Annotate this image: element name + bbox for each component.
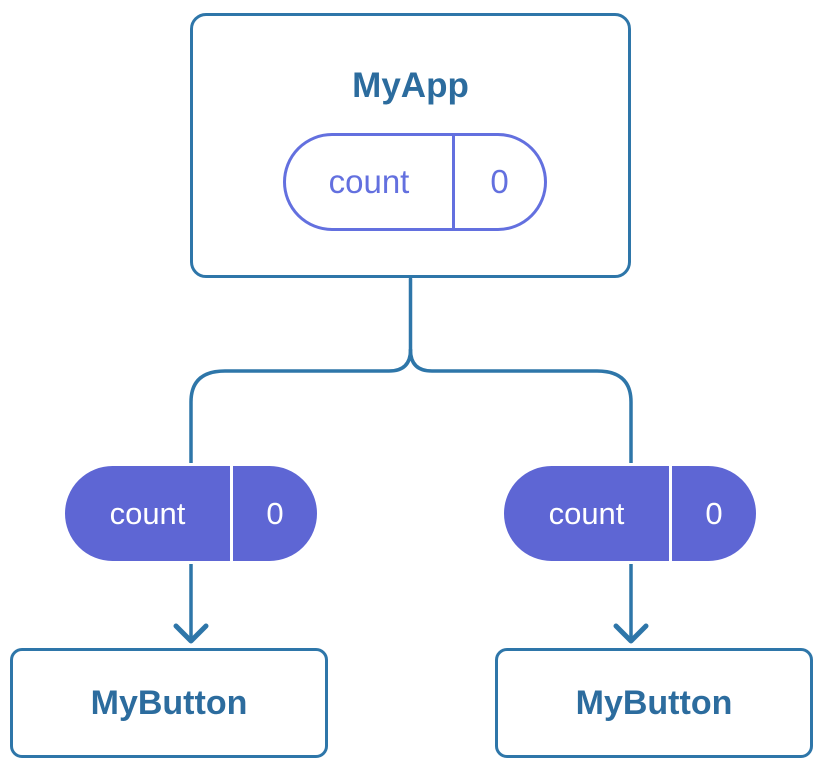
node-title-mybutton-right: MyButton xyxy=(575,683,733,722)
arrowhead-left-icon xyxy=(173,623,209,644)
props-pill-right-value: 0 xyxy=(705,495,723,531)
arrowhead-right-icon xyxy=(613,623,649,644)
node-card-mybutton-left: MyButton xyxy=(10,648,328,758)
state-pill-label: count xyxy=(286,136,455,228)
props-pill-right: count 0 xyxy=(501,463,759,564)
state-pill-myapp: count 0 xyxy=(283,133,547,231)
connector-branch-right xyxy=(408,348,633,639)
connector-branch-left xyxy=(189,348,413,639)
node-title-mybutton-left: MyButton xyxy=(90,683,248,722)
node-card-mybutton-right: MyButton xyxy=(495,648,813,758)
state-pill-value: 0 xyxy=(490,163,509,200)
props-pill-left-label: count xyxy=(65,466,233,561)
node-title-myapp: MyApp xyxy=(352,66,469,105)
props-pill-right-label: count xyxy=(504,466,672,561)
props-pill-left: count 0 xyxy=(62,463,320,564)
props-pill-left-value: 0 xyxy=(266,495,284,531)
node-card-myapp: MyApp count 0 xyxy=(190,13,631,278)
